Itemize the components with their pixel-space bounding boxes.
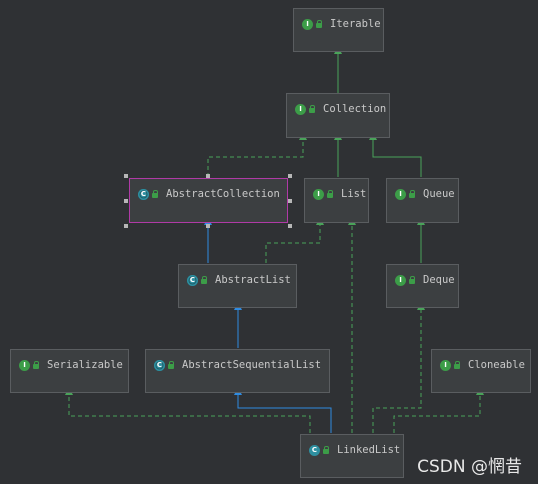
interface-icon: I [295,103,306,115]
lock-icon [322,446,331,454]
interface-icon: I [302,18,313,30]
edge-queue-collection [369,132,422,177]
node-abstract-list[interactable]: C AbstractList [178,264,297,308]
node-queue[interactable]: I Queue [386,178,459,223]
class-icon: C [309,444,320,456]
lock-icon [151,190,160,198]
lock-icon [408,190,417,198]
abstract-class-icon: C [138,188,149,200]
node-collection[interactable]: I Collection [286,93,390,138]
lock-icon [167,361,176,369]
node-abstract-collection[interactable]: C AbstractCollection [129,178,288,223]
selection-handle[interactable] [288,199,292,203]
node-cloneable[interactable]: I Cloneable [431,349,531,393]
selection-handle[interactable] [206,224,210,228]
edge-linkedlist-deque [372,302,425,433]
lock-icon [200,276,209,284]
node-label: Deque [423,274,455,286]
lock-icon [408,276,417,284]
node-label: Iterable [330,18,381,30]
interface-icon: I [395,188,406,200]
selection-handle[interactable] [124,224,128,228]
node-label: AbstractSequentialList [182,359,322,371]
node-list[interactable]: I List [304,178,369,223]
edge-linkedlist-serializable [65,387,311,433]
interface-icon: I [313,188,324,200]
edge-linkedlist-asl [234,387,332,433]
selection-handle[interactable] [288,174,292,178]
node-linked-list[interactable]: C LinkedList [300,434,404,478]
lock-icon [32,361,41,369]
interface-icon: I [395,274,406,286]
lock-icon [315,20,324,28]
node-abstract-sequential-list[interactable]: C AbstractSequentialList [145,349,330,393]
node-label: Queue [423,188,455,200]
node-label: AbstractCollection [166,188,280,200]
abstract-class-icon: C [187,274,198,286]
lock-icon [326,190,335,198]
lock-icon [453,361,462,369]
node-serializable[interactable]: I Serializable [10,349,129,393]
selection-handle[interactable] [288,224,292,228]
node-label: LinkedList [337,444,401,456]
node-label: AbstractList [215,274,291,286]
abstract-class-icon: C [154,359,165,371]
watermark: CSDN @惘昔 [417,457,522,477]
lock-icon [308,105,317,113]
selection-handle[interactable] [124,199,128,203]
node-label: Serializable [47,359,123,371]
edge-abstractcollection-collection [207,132,307,177]
node-iterable[interactable]: I Iterable [293,8,384,52]
node-label: List [341,188,367,200]
interface-icon: I [19,359,30,371]
node-deque[interactable]: I Deque [386,264,459,308]
interface-icon: I [440,359,451,371]
selection-handle[interactable] [206,174,210,178]
node-label: Cloneable [468,359,525,371]
edge-abstractlist-list [265,217,324,263]
selection-handle[interactable] [124,174,128,178]
node-label: Collection [323,103,387,115]
edge-linkedlist-cloneable [393,387,484,433]
